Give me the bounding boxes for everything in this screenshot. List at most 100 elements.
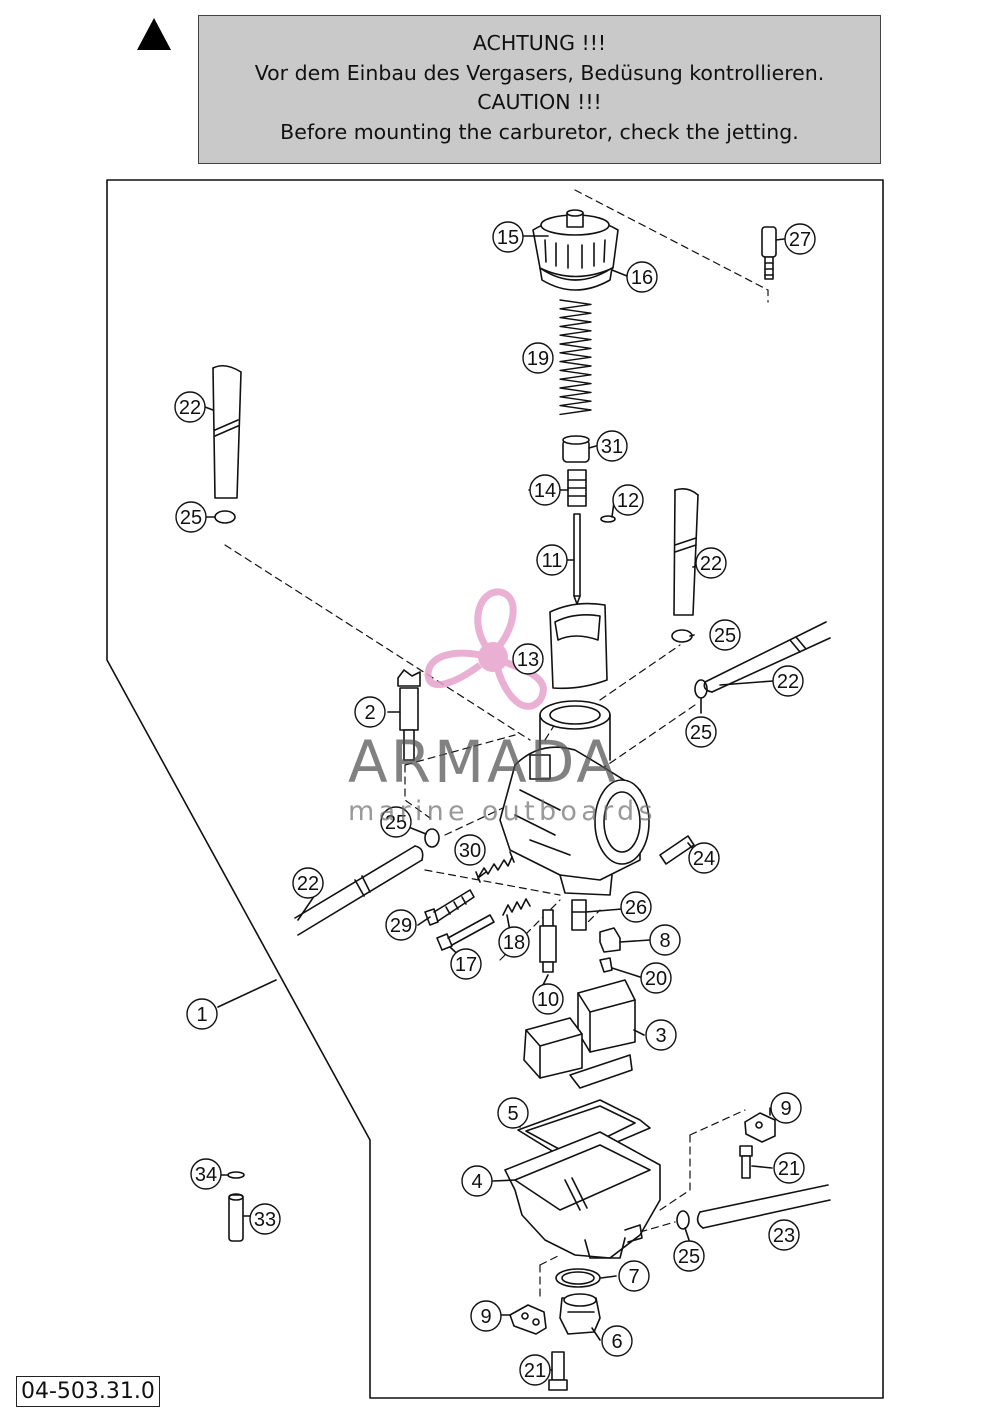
part-choke-pin: [659, 835, 695, 865]
callout-label: 23: [773, 1225, 795, 1247]
callout-circle: [470, 1300, 502, 1332]
callout-part-6: 6: [601, 1325, 633, 1357]
callout-label: 16: [631, 267, 653, 289]
callout-circle: [461, 1165, 493, 1197]
callout-part-25: 25: [380, 806, 412, 838]
part-throttle-slide: [549, 602, 608, 690]
callout-label: 29: [390, 915, 412, 937]
callout-part-10: 10: [532, 983, 564, 1015]
callout-circle: [770, 1092, 802, 1124]
callout-circle: [596, 430, 628, 462]
part-hose-clip-5: [676, 1210, 690, 1230]
caution-notice: ACHTUNG !!! Vor dem Einbau des Vergasers…: [198, 15, 881, 164]
callout-circle: [640, 962, 672, 994]
callout-circle: [784, 223, 816, 255]
callout-part-5: 5: [497, 1097, 529, 1129]
document-number: 04-503.31.0: [16, 1376, 160, 1407]
callout-label: 13: [517, 649, 539, 671]
callout-part-21: 21: [519, 1354, 551, 1386]
warning-triangle-icon: [137, 18, 171, 50]
callout-circle: [519, 1354, 551, 1386]
callout-label: 7: [628, 1266, 639, 1288]
callout-part-14: 14: [529, 474, 561, 506]
callout-circle: [768, 1219, 800, 1251]
callout-part-7: 7: [618, 1260, 650, 1292]
callout-circle: [673, 1240, 705, 1272]
callout-label: 2: [364, 702, 375, 724]
part-carburetor-body: [499, 700, 650, 896]
watermark-brand: ARMADA: [348, 728, 620, 796]
callout-circle: [685, 716, 717, 748]
callout-part-13: 13: [512, 643, 544, 675]
callout-part-25: 25: [175, 501, 207, 533]
callout-label: 1: [196, 1004, 207, 1026]
callout-circle: [354, 696, 386, 728]
diagram-frame: [106, 179, 884, 1399]
callout-label: 18: [503, 932, 525, 954]
callout-part-4: 4: [461, 1165, 493, 1197]
part-needle-clip-holder: [562, 435, 590, 463]
callout-label: 17: [455, 954, 477, 976]
callout-label: 5: [507, 1103, 518, 1125]
part-o-ring: [555, 1268, 601, 1288]
callout-circle: [249, 1203, 281, 1235]
callout-part-25: 25: [673, 1240, 705, 1272]
callout-label: 33: [254, 1209, 276, 1231]
callout-part-11: 11: [536, 544, 568, 576]
callout-label: 4: [471, 1171, 482, 1193]
callout-label: 34: [195, 1164, 217, 1186]
callout-label: 10: [537, 989, 559, 1011]
callout-circle: [618, 1260, 650, 1292]
callout-circle: [190, 1158, 222, 1190]
callout-label: 21: [778, 1158, 800, 1180]
part-sleeve: [228, 1193, 244, 1242]
part-hose-clip-4: [424, 828, 440, 848]
callout-label: 22: [777, 671, 799, 693]
callout-label: 25: [180, 507, 202, 529]
callout-circle: [709, 619, 741, 651]
callout-circle: [532, 983, 564, 1015]
part-screw-lower: [548, 1351, 568, 1391]
part-top-screw: [761, 226, 777, 280]
part-overflow-hose: [696, 1184, 831, 1229]
callout-part-2: 2: [354, 696, 386, 728]
callout-circle: [512, 643, 544, 675]
callout-circle: [175, 501, 207, 533]
callout-circle: [454, 834, 486, 866]
callout-circle: [529, 474, 561, 506]
callout-circle: [626, 261, 658, 293]
callout-circle: [536, 544, 568, 576]
callout-circle: [380, 806, 412, 838]
callout-circle: [498, 926, 530, 958]
callout-circle: [186, 998, 218, 1030]
callout-part-12: 12: [612, 484, 644, 516]
callout-circle: [522, 342, 554, 374]
notice-line-english-text: Before mounting the carburetor, check th…: [280, 119, 799, 144]
callout-circle: [601, 1325, 633, 1357]
callout-circle: [497, 1097, 529, 1129]
part-needle-clip: [600, 515, 616, 523]
part-carburetor-cap: [532, 209, 619, 291]
part-idle-adjust-screw: [397, 669, 421, 761]
callout-label: 14: [534, 480, 556, 502]
part-drain-plug: [559, 1293, 601, 1335]
callout-label: 24: [693, 848, 715, 870]
callout-label: 31: [601, 436, 623, 458]
part-main-jet: [599, 927, 621, 953]
callout-part-27: 27: [784, 223, 816, 255]
callout-label: 8: [659, 930, 670, 952]
callout-label: 6: [611, 1331, 622, 1353]
callout-part-8: 8: [649, 924, 681, 956]
notice-line-german-text: Vor dem Einbau des Vergasers, Bedüsung k…: [254, 60, 825, 85]
callout-circle: [612, 484, 644, 516]
callout-part-9: 9: [770, 1092, 802, 1124]
part-needle-jet: [571, 899, 587, 931]
callout-part-9: 9: [470, 1300, 502, 1332]
callout-label: 19: [527, 348, 549, 370]
callout-label: 3: [655, 1025, 666, 1047]
callout-part-29: 29: [385, 909, 417, 941]
part-throttle-stop-screw: [436, 914, 495, 951]
callout-circle: [649, 924, 681, 956]
callout-label: 11: [542, 550, 563, 572]
callout-circle: [492, 221, 524, 253]
